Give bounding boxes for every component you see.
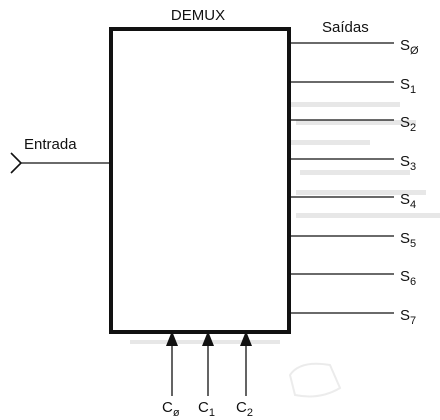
output-7-label: S7 <box>400 307 416 327</box>
control-arrow-icon-2 <box>240 331 252 346</box>
output-3-label: S3 <box>400 153 416 173</box>
control-arrow-icon-0 <box>166 331 178 346</box>
outputs-heading: Saídas <box>322 19 369 36</box>
demux-title: DEMUX <box>171 7 225 24</box>
output-1-letter: S <box>400 76 410 93</box>
output-0-letter: S <box>400 37 410 54</box>
output-4-letter: S <box>400 191 410 208</box>
control-2-label: C2 <box>236 399 253 419</box>
output-2-letter: S <box>400 114 410 131</box>
output-1-subscript: 1 <box>410 84 416 96</box>
control-0-letter: C <box>162 399 173 416</box>
output-5-letter: S <box>400 230 410 247</box>
control-0-subscript: ø <box>173 407 180 419</box>
demux-block <box>109 27 291 334</box>
output-6-label: S6 <box>400 268 416 288</box>
input-label: Entrada <box>24 136 77 153</box>
output-2-label: S2 <box>400 114 416 134</box>
output-4-label: S4 <box>400 191 416 211</box>
control-2-subscript: 2 <box>247 407 253 419</box>
output-0-label: SØ <box>400 37 419 57</box>
control-1-subscript: 1 <box>209 407 215 419</box>
control-1-label: C1 <box>198 399 215 419</box>
output-2-subscript: 2 <box>410 122 416 134</box>
output-1-label: S1 <box>400 76 416 96</box>
control-0-label: Cø <box>162 399 180 419</box>
output-5-label: S5 <box>400 230 416 250</box>
output-3-letter: S <box>400 153 410 170</box>
input-chevron-icon <box>10 152 23 174</box>
output-6-subscript: 6 <box>410 276 416 288</box>
control-arrow-icon-1 <box>202 331 214 346</box>
output-6-letter: S <box>400 268 410 285</box>
output-7-subscript: 7 <box>410 315 416 327</box>
output-4-subscript: 4 <box>410 199 416 211</box>
output-0-subscript: Ø <box>410 45 419 57</box>
control-2-letter: C <box>236 399 247 416</box>
output-3-subscript: 3 <box>410 161 416 173</box>
output-5-subscript: 5 <box>410 238 416 250</box>
control-1-letter: C <box>198 399 209 416</box>
output-7-letter: S <box>400 307 410 324</box>
